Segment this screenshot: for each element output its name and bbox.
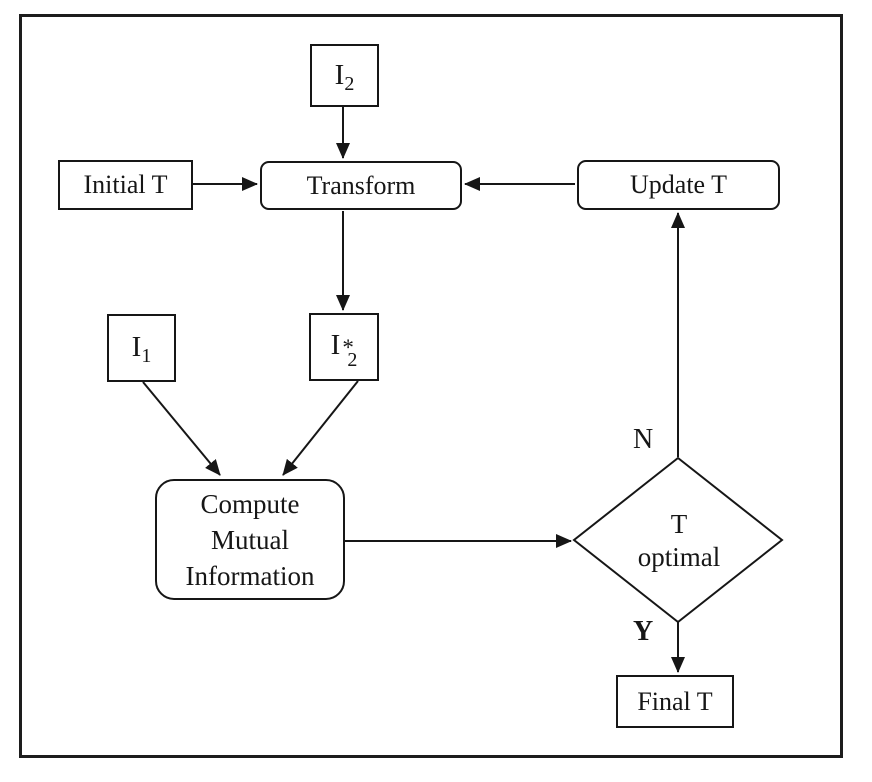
node-initial-t-label: Initial T xyxy=(83,170,168,200)
edge-i2star-to-compute xyxy=(282,380,359,476)
node-update-t: Update T xyxy=(577,160,780,210)
node-initial-t: Initial T xyxy=(58,160,193,210)
diagram-border xyxy=(19,14,843,758)
edge-i1-to-compute xyxy=(142,381,221,476)
branch-label-yes: Y xyxy=(633,616,654,647)
node-i2: I2 xyxy=(310,44,379,107)
node-i2-label: I2 xyxy=(334,58,355,95)
node-final-t: Final T xyxy=(616,675,734,728)
node-compute-mi: Compute Mutual Information xyxy=(155,479,345,600)
node-i2-star-label: I*2 xyxy=(330,329,358,371)
node-compute-mi-line1: Compute xyxy=(200,488,300,519)
node-update-t-label: Update T xyxy=(630,170,727,200)
node-i2-star: I*2 xyxy=(309,313,379,381)
decision-line2: optimal xyxy=(637,542,721,572)
node-i1-label: I1 xyxy=(131,331,152,368)
node-i1: I1 xyxy=(107,314,176,382)
decision-line1: T xyxy=(670,509,688,539)
node-decision-label: T optimal xyxy=(596,498,762,584)
node-compute-mi-line2: Mutual xyxy=(211,524,289,555)
decision-diamond xyxy=(572,456,784,624)
node-transform-label: Transform xyxy=(306,170,416,200)
node-transform: Transform xyxy=(260,161,462,210)
node-final-t-label: Final T xyxy=(637,686,713,716)
node-compute-mi-line3: Information xyxy=(185,560,315,591)
branch-label-no: N xyxy=(633,424,654,455)
